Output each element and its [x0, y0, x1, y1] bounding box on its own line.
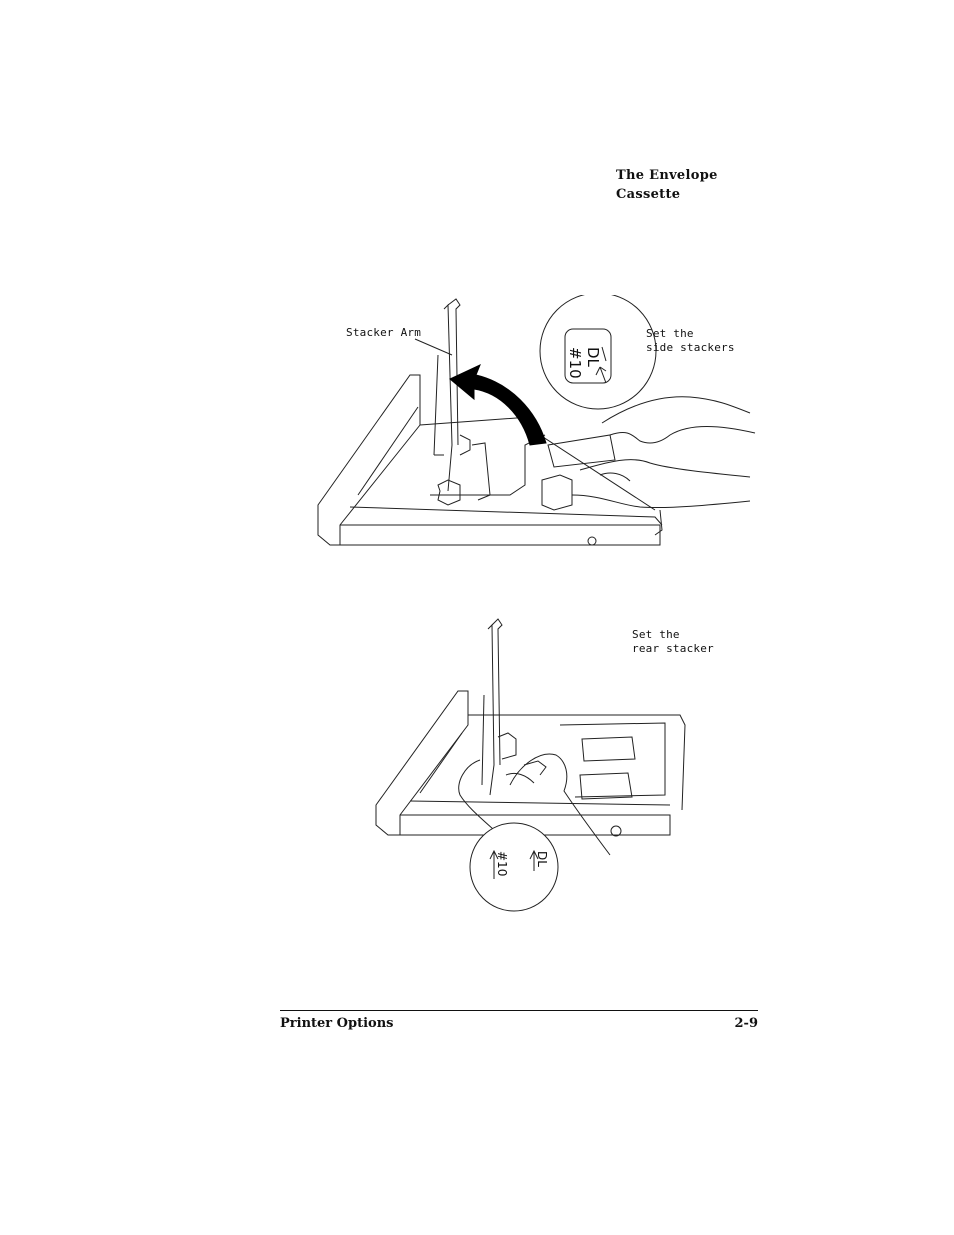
- inset-dl-text: DL: [584, 347, 602, 368]
- stacker-arm-text: Stacker Arm: [346, 326, 422, 339]
- footer-page-number: 2-9: [734, 1016, 759, 1031]
- heading-line-2: Cassette: [616, 187, 681, 202]
- rear-inset-10-text: #10: [495, 851, 509, 876]
- section-heading: The Envelope Cassette: [616, 166, 756, 204]
- figure-rear-stacker: #10 DL: [375, 618, 686, 912]
- stacker-arm-label: Stacker Arm: [346, 326, 421, 340]
- rear-stacker-callout: Set the rear stacker: [632, 628, 714, 656]
- rear-inset-dl-text: DL: [535, 851, 549, 867]
- side-callout-line-1: Set the: [646, 327, 694, 340]
- side-stackers-callout: Set the side stackers: [646, 327, 735, 355]
- rear-callout-line-1: Set the: [632, 628, 680, 641]
- rear-callout-line-2: rear stacker: [632, 642, 714, 655]
- footer-section-title: Printer Options: [280, 1016, 394, 1031]
- figure-side-stackers: DL #10: [317, 295, 756, 546]
- side-callout-line-2: side stackers: [646, 341, 735, 354]
- inset-10-text: #10: [566, 347, 584, 379]
- footer-divider: [280, 1010, 758, 1011]
- heading-line-1: The Envelope: [616, 168, 718, 183]
